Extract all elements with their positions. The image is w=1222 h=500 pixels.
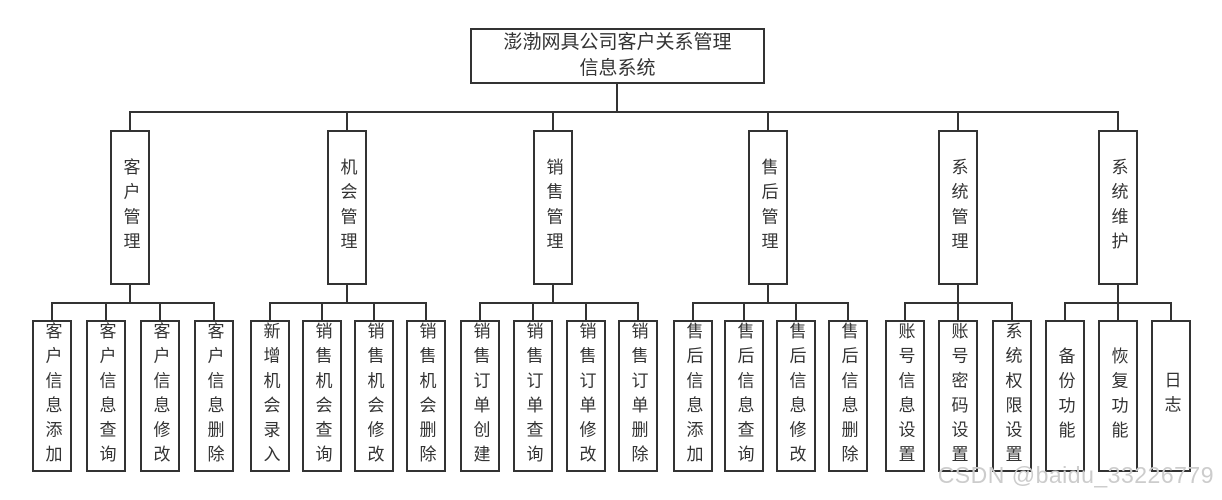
- leaf-node: 售后信息查询: [724, 320, 764, 472]
- leaf-node: 恢复功能: [1098, 320, 1138, 472]
- leaf-node: 客户信息添加: [32, 320, 72, 472]
- leaf-node: 客户信息查询: [86, 320, 126, 472]
- leaf-node: 售后信息添加: [673, 320, 713, 472]
- branch-node-sales-mgmt: 销售管理: [533, 130, 573, 285]
- branch-node-customer-mgmt: 客户管理: [110, 130, 150, 285]
- root-node-title-line2: 信息系统: [579, 58, 656, 79]
- branch-node-system-maint: 系统维护: [1098, 130, 1138, 285]
- leaf-node: 销售订单创建: [460, 320, 500, 472]
- leaf-node: 销售机会删除: [406, 320, 446, 472]
- root-node-title-line1: 澎渤网具公司客户关系管理: [503, 32, 732, 54]
- leaf-node: 客户信息删除: [194, 320, 234, 472]
- branch-node-aftersales-mgmt: 售后管理: [748, 130, 788, 285]
- leaf-node: 售后信息删除: [828, 320, 868, 472]
- branch-node-opportunity-mgmt: 机会管理: [327, 130, 367, 285]
- leaf-node: 销售订单删除: [618, 320, 658, 472]
- leaf-node: 系统权限设置: [992, 320, 1032, 472]
- leaf-node: 新增机会录入: [250, 320, 290, 472]
- leaf-node: 销售机会查询: [302, 320, 342, 472]
- leaf-node: 销售机会修改: [354, 320, 394, 472]
- leaf-node: 账号密码设置: [938, 320, 978, 472]
- leaf-node: 客户信息修改: [140, 320, 180, 472]
- leaf-node: 售后信息修改: [776, 320, 816, 472]
- leaf-node: 销售订单修改: [566, 320, 606, 472]
- leaf-node: 备份功能: [1045, 320, 1085, 472]
- watermark: CSDN @baidu_33226779: [937, 462, 1214, 488]
- leaf-node: 日志: [1151, 320, 1191, 472]
- branch-node-system-mgmt: 系统管理: [938, 130, 978, 285]
- leaf-node: 销售订单查询: [513, 320, 553, 472]
- leaf-node: 账号信息设置: [885, 320, 925, 472]
- root-node: 澎渤网具公司客户关系管理 信息系统: [470, 28, 765, 84]
